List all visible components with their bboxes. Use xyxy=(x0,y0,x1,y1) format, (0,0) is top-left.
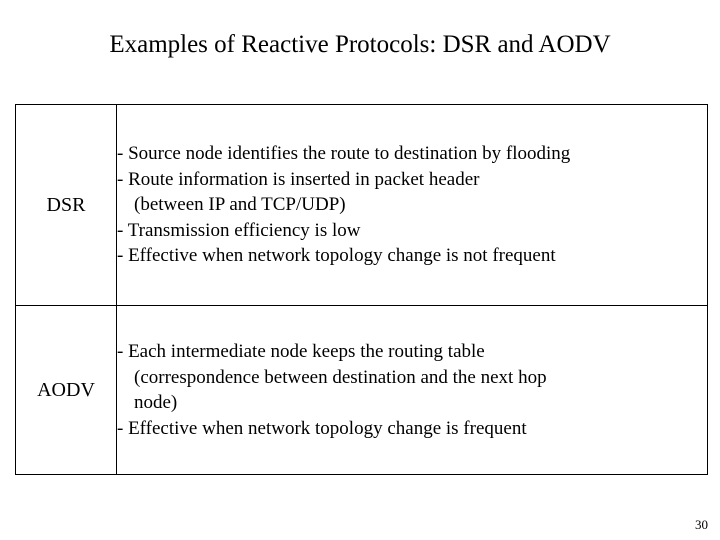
table-row: DSR - Source node identifies the route t… xyxy=(15,104,708,306)
description-line: - Transmission efficiency is low xyxy=(117,219,361,241)
page-number: 30 xyxy=(695,517,708,532)
protocol-name-cell: DSR xyxy=(15,104,117,306)
description-line: - Effective when network topology change… xyxy=(117,417,527,439)
description-line: - Route information is inserted in packe… xyxy=(117,168,480,190)
page-title: Examples of Reactive Protocols: DSR and … xyxy=(109,31,611,58)
table: DSR - Source node identifies the route t… xyxy=(15,104,708,475)
protocol-name-cell: AODV xyxy=(15,305,117,475)
description-line: node) xyxy=(134,392,178,413)
description-line: (between IP and TCP/UDP) xyxy=(134,194,346,216)
protocol-comparison-table: DSR - Source node identifies the route t… xyxy=(15,104,708,475)
description-line: (correspondence between destination and … xyxy=(134,366,547,388)
description-line: - Effective when network topology change… xyxy=(117,245,556,267)
protocol-description-cell: - Each intermediate node keeps the routi… xyxy=(116,305,708,475)
description-line: - Each intermediate node keeps the routi… xyxy=(117,341,485,362)
protocol-description-cell: - Source node identifies the route to de… xyxy=(116,104,708,306)
description-line: - Source node identifies the route to de… xyxy=(117,143,571,165)
table-row: AODV - Each intermediate node keeps the … xyxy=(15,305,708,475)
